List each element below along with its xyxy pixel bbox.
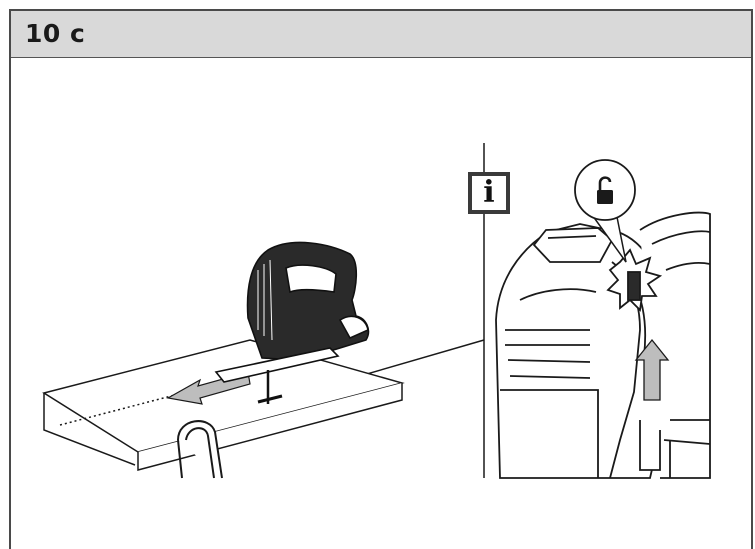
workpiece-scene — [44, 340, 484, 470]
jigsaw-closeup — [496, 213, 710, 478]
jigsaw-illustration — [0, 0, 755, 538]
info-symbol: i — [472, 176, 506, 210]
info-icon: i — [468, 172, 510, 214]
